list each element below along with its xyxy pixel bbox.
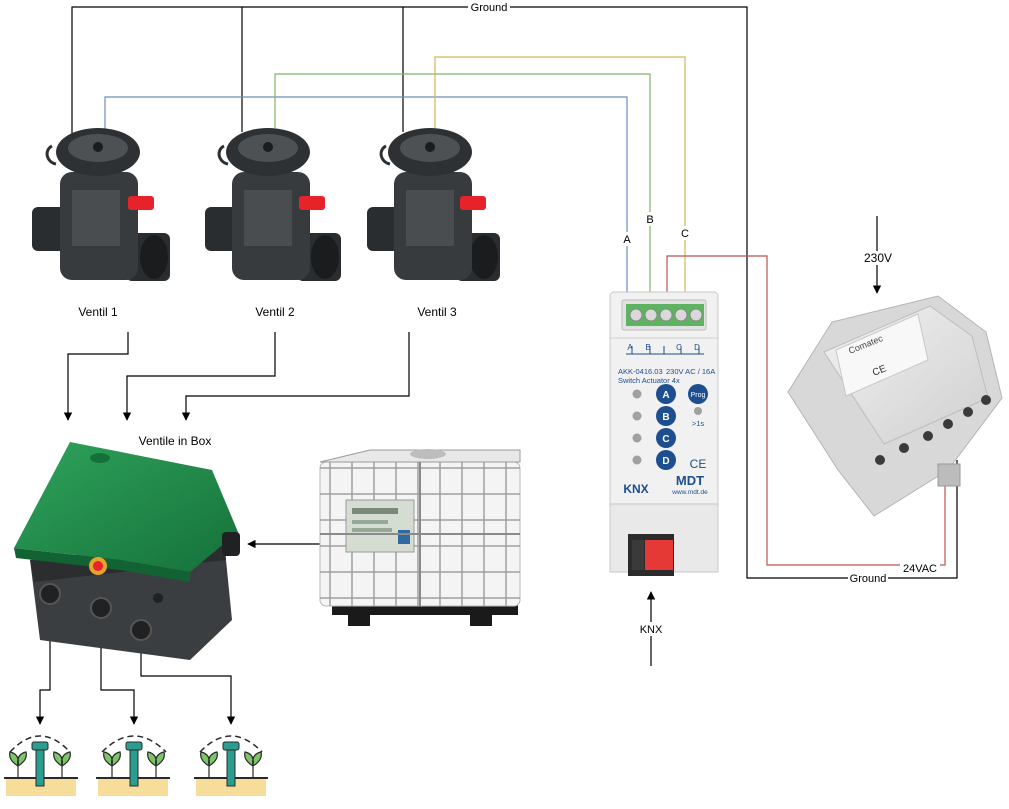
ground-bottom-label: Ground <box>850 573 887 585</box>
svg-text:D: D <box>662 456 669 467</box>
wire-a-label: A <box>623 234 631 246</box>
channel-a-button[interactable]: A <box>656 384 676 404</box>
switch-actuator: A B C D AKK-0416.03 230V AC / 16A Switch… <box>609 291 719 576</box>
water-tank <box>319 449 521 626</box>
psu-ce: CE <box>871 363 888 379</box>
valve-1: Ventil 1 <box>32 128 170 319</box>
knx-label: KNX <box>640 624 663 636</box>
svg-text:C: C <box>662 434 669 445</box>
prog-led <box>694 407 702 415</box>
power-supply: Comatec CE <box>787 295 1003 517</box>
sprinkler-icon <box>194 735 268 796</box>
channel-d-button[interactable]: D <box>656 450 676 470</box>
sprinkler-icon <box>96 735 170 796</box>
terminal-b-label: B <box>645 343 650 352</box>
actuator-subtitle: Switch Actuator 4x <box>618 376 680 385</box>
box-to-sprinkler-arrows <box>35 598 236 725</box>
ventil3-label: Ventil 3 <box>417 305 457 319</box>
terminal-a-label: A <box>627 343 633 352</box>
wire-a: A <box>104 96 634 292</box>
valve-3: Ventil 3 <box>367 128 500 319</box>
actuator-rating: 230V AC / 16A <box>666 367 715 376</box>
vac-label: 24VAC <box>903 563 937 575</box>
sprinkler-1 <box>4 735 78 796</box>
valve-to-box-arrows <box>63 332 410 421</box>
ce-mark: CE <box>690 457 707 471</box>
svg-text:Prog: Prog <box>691 392 706 399</box>
v230-arrow: 230V <box>862 216 894 294</box>
channel-b-button[interactable]: B <box>656 406 676 426</box>
mdt-logo: MDT <box>676 473 704 488</box>
valve-icon <box>32 128 170 281</box>
channel-c-button[interactable]: C <box>656 428 676 448</box>
valve-icon <box>367 128 500 281</box>
prog-hint: >1s <box>692 419 705 428</box>
ventil2-label: Ventil 2 <box>255 305 295 319</box>
ventil1-label: Ventil 1 <box>78 305 118 319</box>
valve-2: Ventil 2 <box>205 128 341 319</box>
terminal-c-label: C <box>676 343 682 352</box>
psu-terminals <box>875 395 991 465</box>
terminal-d-label: D <box>694 343 700 352</box>
sprinkler-3 <box>194 735 268 796</box>
wire-c: C <box>434 56 692 292</box>
knx-logo: KNX <box>623 482 648 496</box>
wire-b-label: B <box>646 214 653 226</box>
valve-box: Ventile in Box <box>14 434 240 660</box>
wire-c-label: C <box>681 228 689 240</box>
svg-text:A: A <box>662 390 669 401</box>
sprinkler-2 <box>96 735 170 796</box>
sprinkler-icon <box>4 735 78 796</box>
wire-24vac: 24VAC <box>666 255 946 575</box>
mdt-web: www.mdt.de <box>671 489 708 496</box>
box-label: Ventile in Box <box>139 434 212 448</box>
ground-top-label: Ground <box>471 2 508 14</box>
prog-button[interactable]: Prog <box>688 384 708 404</box>
v230-label: 230V <box>864 251 892 265</box>
knx-arrow: KNX <box>636 591 668 666</box>
actuator-model: AKK-0416.03 <box>618 367 663 376</box>
wire-b: B <box>274 73 657 292</box>
terminal-screws <box>629 308 703 322</box>
ground-wire: Ground Ground <box>71 0 958 585</box>
svg-text:B: B <box>662 412 669 423</box>
valve-icon <box>205 128 341 281</box>
